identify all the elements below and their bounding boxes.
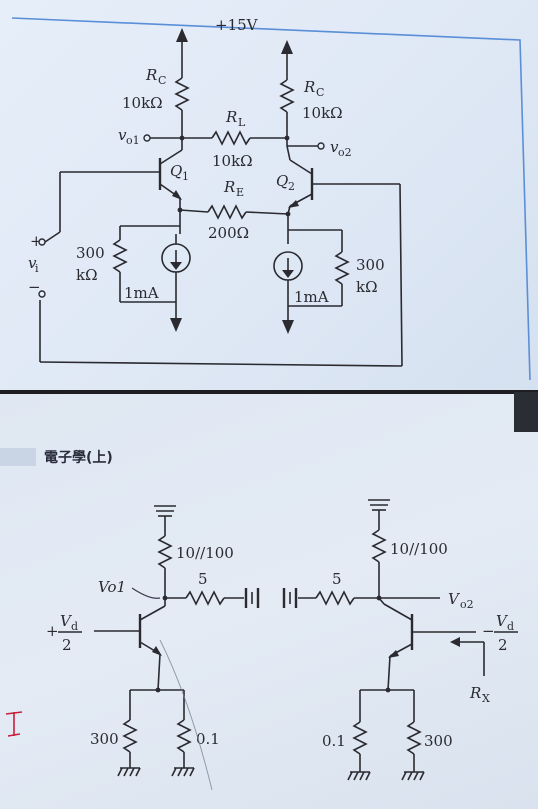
rc-right-label: R bbox=[303, 78, 315, 96]
right-input-den: 2 bbox=[498, 636, 508, 654]
right-res-300-label: 300 bbox=[424, 732, 453, 750]
left-rc-resistor bbox=[157, 535, 173, 569]
left-bias-res-bottom: kΩ bbox=[76, 266, 98, 284]
re-label: R bbox=[223, 178, 235, 196]
top-photo bbox=[0, 0, 538, 392]
left-input-num-sub: d bbox=[71, 620, 78, 633]
right-ground-1 bbox=[347, 771, 371, 781]
right-supply-symbol bbox=[368, 499, 390, 530]
right-series-label: 5 bbox=[332, 570, 342, 588]
rc-right-sub: C bbox=[316, 86, 324, 99]
left-input-num: V bbox=[60, 612, 73, 630]
top-circuit: +15V R C 10kΩ R C 10kΩ R L 10kΩ bbox=[28, 16, 403, 367]
left-input-den: 2 bbox=[62, 636, 72, 654]
dark-corner bbox=[514, 392, 538, 432]
right-current-label: 1mA bbox=[294, 288, 329, 306]
q2-label: Q bbox=[276, 172, 288, 190]
re-value: 200Ω bbox=[208, 224, 249, 242]
right-input-num: V bbox=[496, 612, 509, 630]
left-300-resistor bbox=[122, 719, 138, 753]
left-ground-2 bbox=[171, 767, 195, 777]
right-bias-res-bottom: kΩ bbox=[356, 278, 378, 296]
left-res-300-label: 300 bbox=[90, 730, 119, 748]
q2-sub: 2 bbox=[288, 180, 295, 193]
right-01-resistor bbox=[352, 721, 368, 755]
bottom-circuit: 電子學(上) 10//100 10//100 bbox=[0, 448, 518, 791]
vo1-label: v bbox=[118, 126, 127, 144]
right-ground-2 bbox=[401, 771, 425, 781]
q1-transistor bbox=[158, 138, 183, 210]
left-rc-label: 10//100 bbox=[176, 544, 234, 562]
page-header: 電子學(上) bbox=[44, 449, 113, 466]
left-transistor bbox=[94, 598, 166, 691]
left-supply-symbol bbox=[154, 505, 176, 536]
rc-right-value: 10kΩ bbox=[302, 104, 343, 122]
rx-arrow bbox=[450, 637, 460, 647]
photo-divider bbox=[0, 390, 538, 394]
rc-left-label: R bbox=[145, 66, 157, 84]
right-input-sign: − bbox=[482, 622, 495, 640]
right-series-resistor bbox=[315, 590, 355, 606]
vo1-sub: o1 bbox=[126, 134, 140, 147]
vo2-label: v bbox=[330, 138, 339, 156]
rl-value: 10kΩ bbox=[212, 152, 253, 170]
vi-plus: + bbox=[30, 232, 43, 250]
right-300k-resistor bbox=[334, 251, 350, 285]
vo2-sub: o2 bbox=[338, 146, 352, 159]
left-01-resistor bbox=[176, 719, 192, 753]
supply-label: +15V bbox=[215, 16, 259, 34]
left-battery bbox=[244, 588, 260, 608]
left-series-label: 5 bbox=[198, 570, 208, 588]
red-pen-mark bbox=[5, 711, 23, 737]
vi-minus: − bbox=[28, 278, 41, 296]
page-frame-line bbox=[11, 17, 531, 381]
right-rc-resistor bbox=[371, 529, 387, 563]
left-input-sign: + bbox=[46, 622, 59, 640]
rl-label: R bbox=[225, 108, 237, 126]
right-ground-arrow bbox=[282, 320, 294, 334]
left-300k-resistor bbox=[112, 239, 128, 273]
right-input-num-sub: d bbox=[507, 620, 514, 633]
handwritten-vo1: Vo1 bbox=[98, 578, 126, 596]
right-res-01-label: 0.1 bbox=[322, 732, 346, 750]
left-series-resistor bbox=[185, 590, 225, 606]
supply-arrow-right bbox=[281, 40, 293, 54]
vo2-label: V bbox=[448, 590, 461, 608]
rx-sub: X bbox=[482, 692, 490, 705]
right-300-resistor bbox=[406, 721, 422, 755]
left-ground-1 bbox=[117, 767, 141, 777]
left-bias-res-top: 300 bbox=[76, 244, 105, 262]
left-ground-arrow bbox=[170, 318, 182, 332]
re-resistor bbox=[207, 204, 247, 220]
vo1-terminal bbox=[143, 134, 151, 142]
rc-left-resistor bbox=[174, 77, 190, 111]
supply-arrow-left bbox=[176, 28, 188, 42]
q1-label: Q bbox=[170, 162, 182, 180]
right-transistor bbox=[378, 597, 476, 691]
bottom-photo bbox=[0, 392, 538, 809]
vi-label: v bbox=[28, 254, 37, 272]
rl-resistor bbox=[211, 130, 251, 146]
rc-left-value: 10kΩ bbox=[122, 94, 163, 112]
rx-label: R bbox=[469, 684, 481, 702]
vo2-sub: o2 bbox=[460, 598, 474, 611]
pencil-stroke bbox=[159, 639, 213, 791]
vo2-terminal bbox=[317, 142, 325, 150]
right-rc-label: 10//100 bbox=[390, 540, 448, 558]
left-current-label: 1mA bbox=[124, 284, 159, 302]
rc-right-resistor bbox=[279, 79, 295, 113]
right-bias-res-top: 300 bbox=[356, 256, 385, 274]
rc-left-sub: C bbox=[158, 74, 166, 87]
re-sub: E bbox=[236, 186, 244, 199]
left-res-01-label: 0.1 bbox=[196, 730, 220, 748]
q1-sub: 1 bbox=[182, 170, 189, 183]
vi-sub: i bbox=[35, 262, 39, 275]
right-battery bbox=[282, 588, 298, 608]
rl-sub: L bbox=[238, 116, 246, 129]
